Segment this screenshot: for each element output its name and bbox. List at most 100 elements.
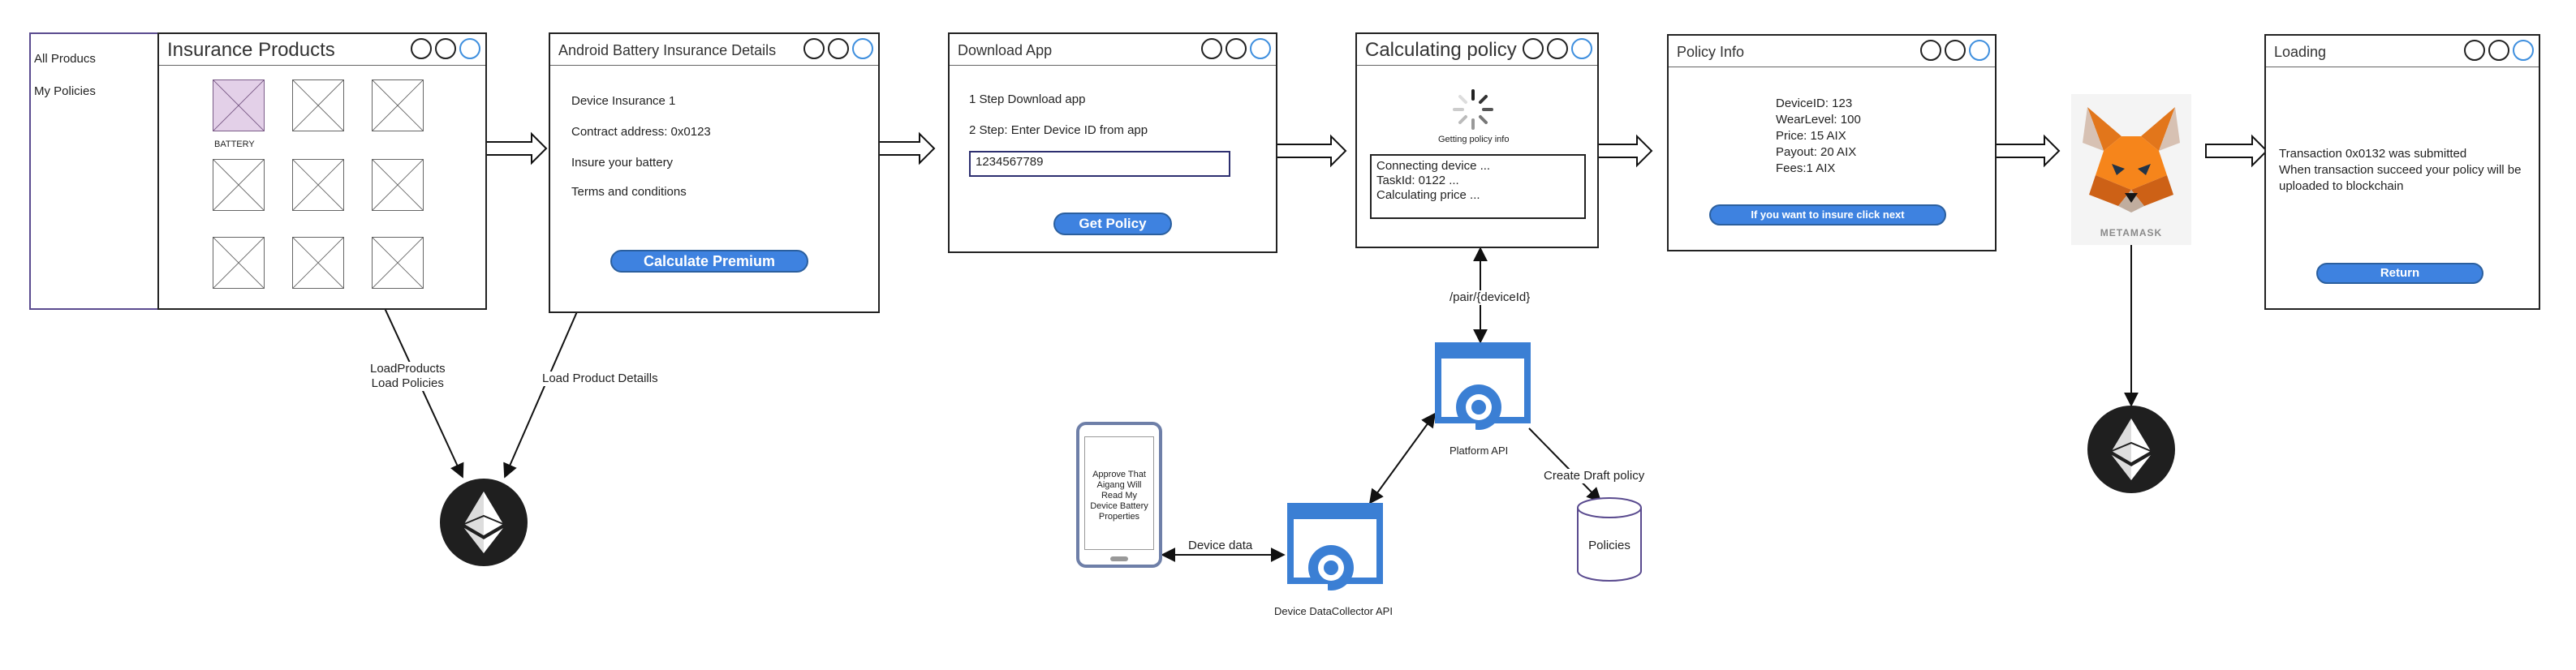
log-line: TaskId: 0122 ... — [1376, 174, 1459, 187]
product-tile[interactable] — [292, 79, 344, 131]
maximize-button[interactable] — [1945, 40, 1966, 61]
platform-api-label: Platform API — [1450, 445, 1509, 457]
phone-screen: Approve That Aigang Will Read My Device … — [1084, 436, 1154, 550]
minimize-button[interactable] — [411, 38, 432, 59]
ethereum-icon — [2087, 406, 2175, 493]
product-tile[interactable] — [372, 159, 424, 211]
product-tile[interactable] — [213, 159, 265, 211]
field-fees: Fees:1 AIX — [1776, 161, 1836, 175]
maximize-button[interactable] — [2488, 40, 2509, 61]
nav-item-all-products[interactable]: All Producs — [34, 52, 96, 66]
return-button[interactable]: Return — [2316, 263, 2483, 284]
phone-mockup: Approve That Aigang Will Read My Device … — [1076, 422, 1162, 568]
calculate-premium-button[interactable]: Calculate Premium — [610, 250, 808, 273]
product-tile[interactable] — [213, 79, 265, 131]
close-button[interactable] — [1969, 40, 1990, 61]
edge-label-line: Load Policies — [371, 376, 444, 390]
image-placeholder-icon — [293, 238, 343, 288]
metamask-fox-icon — [2083, 107, 2180, 213]
maximize-button[interactable] — [1547, 38, 1568, 59]
title-divider — [950, 65, 1276, 66]
window-controls — [411, 38, 480, 59]
edge-collector-platform — [1368, 412, 1437, 505]
ethereum-icon — [440, 479, 528, 566]
flow-arrow-4 — [1593, 134, 1653, 168]
minimize-button[interactable] — [1523, 38, 1544, 59]
database-icon — [1577, 497, 1642, 582]
device-id-input[interactable]: 1234567789 — [969, 151, 1230, 177]
minimize-button[interactable] — [2464, 40, 2485, 61]
calculating-policy-window: Calculating policy Getting policy info C… — [1355, 32, 1599, 248]
window-title: Android Battery Insurance Details — [558, 42, 777, 58]
insurance-products-window: Insurance Products BATTERY — [157, 32, 487, 310]
step-1-text: 1 Step Download app — [969, 92, 1086, 106]
product-tile[interactable] — [292, 159, 344, 211]
phone-home-button[interactable] — [1110, 556, 1128, 561]
detail-line-name: Device Insurance 1 — [571, 94, 676, 108]
metamask-logo[interactable]: METAMASK — [2071, 94, 2191, 245]
close-button[interactable] — [852, 38, 873, 59]
insure-next-button[interactable]: If you want to insure click next — [1709, 204, 1946, 225]
window-controls — [1920, 40, 1990, 61]
message-line: Transaction 0x0132 was submitted — [2279, 147, 2467, 161]
nav-panel: All Producs My Policies — [29, 32, 159, 310]
title-divider — [159, 65, 485, 66]
flow-arrow-5 — [1994, 134, 2061, 168]
product-tile[interactable] — [292, 237, 344, 289]
field-price: Price: 15 AIX — [1776, 129, 1846, 143]
detail-line-description: Insure your battery — [571, 156, 674, 170]
minimize-button[interactable] — [803, 38, 825, 59]
window-title: Loading — [2274, 44, 2327, 60]
edge-label-create-draft: Create Draft policy — [1544, 469, 1645, 483]
image-placeholder-icon — [213, 238, 264, 288]
collector-api-label: Device DataCollector API — [1274, 605, 1393, 617]
image-placeholder-icon — [293, 80, 343, 131]
message-line: uploaded to blockchain — [2279, 179, 2404, 193]
loading-spinner-icon — [1451, 88, 1495, 131]
step-2-text: 2 Step: Enter Device ID from app — [969, 123, 1148, 137]
close-button[interactable] — [1250, 38, 1271, 59]
maximize-button[interactable] — [435, 38, 456, 59]
window-title: Calculating policy — [1365, 39, 1517, 61]
nav-item-my-policies[interactable]: My Policies — [34, 84, 96, 98]
policy-info-window: Policy Info DeviceID: 123 WearLevel: 100… — [1667, 34, 1997, 251]
flow-arrow-1 — [484, 131, 548, 165]
detail-line-contract: Contract address: 0x0123 — [571, 125, 711, 139]
product-tile[interactable] — [213, 237, 265, 289]
loading-window: Loading Transaction 0x0132 was submitted… — [2264, 34, 2540, 310]
flow-arrow-3 — [1273, 134, 1347, 168]
edge-label-load-details: Load Product Detaills — [542, 372, 658, 386]
image-placeholder-icon — [373, 238, 423, 288]
close-button[interactable] — [459, 38, 480, 59]
window-controls — [803, 38, 873, 59]
image-placeholder-icon — [373, 160, 423, 210]
close-button[interactable] — [1571, 38, 1592, 59]
metamask-label: METAMASK — [2100, 227, 2163, 238]
close-button[interactable] — [2513, 40, 2534, 61]
log-line: Calculating price ... — [1376, 188, 1480, 202]
policies-database: Policies — [1576, 496, 1643, 582]
transaction-message: Transaction 0x0132 was submitted When tr… — [2279, 146, 2521, 195]
log-line: Connecting device ... — [1376, 159, 1491, 173]
maximize-button[interactable] — [828, 38, 849, 59]
minimize-button[interactable] — [1201, 38, 1222, 59]
image-placeholder-icon — [293, 160, 343, 210]
product-tile[interactable] — [372, 237, 424, 289]
download-app-window: Download App 1 Step Download app 2 Step:… — [948, 32, 1277, 253]
product-tile[interactable] — [372, 79, 424, 131]
image-placeholder-icon — [213, 160, 264, 210]
policy-fields: DeviceID: 123 WearLevel: 100 Price: 15 A… — [1776, 96, 1861, 177]
edge-load-products — [384, 307, 464, 479]
window-controls — [1201, 38, 1271, 59]
platform-api-icon — [1435, 342, 1531, 441]
spinner-caption: Getting policy info — [1438, 135, 1510, 144]
edge-load-details — [503, 309, 579, 479]
edge-create-draft — [1528, 427, 1602, 503]
maximize-button[interactable] — [1226, 38, 1247, 59]
get-policy-button[interactable]: Get Policy — [1053, 213, 1172, 235]
image-placeholder-icon — [373, 80, 423, 131]
terms-link[interactable]: Terms and conditions — [571, 185, 687, 199]
tile-label-battery: BATTERY — [214, 140, 255, 149]
flow-arrow-2 — [876, 131, 936, 165]
minimize-button[interactable] — [1920, 40, 1941, 61]
